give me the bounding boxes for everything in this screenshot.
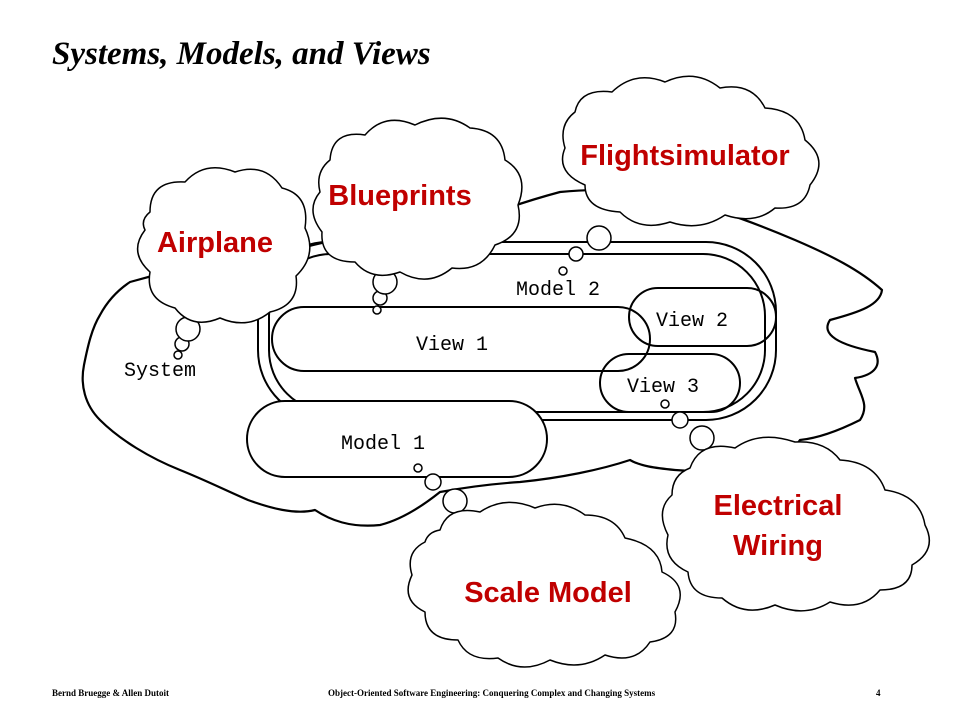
model-1-shape: [246, 400, 548, 478]
flightsimulator-label: Flightsimulator: [580, 140, 789, 172]
airplane-label: Airplane: [157, 227, 273, 259]
slide-title: Systems, Models, and Views: [52, 36, 431, 72]
footer-authors: Bernd Bruegge & Allen Dutoit: [52, 688, 169, 698]
blueprints-label: Blueprints: [328, 180, 471, 212]
view-2-shape: [628, 287, 777, 347]
view-3-shape: [599, 353, 741, 413]
view-1-shape: [271, 306, 651, 372]
view-1-label: View 1: [416, 334, 488, 357]
scale-model-cloud: [407, 501, 681, 668]
system-label: System: [124, 360, 196, 383]
model-2-label: Model 2: [516, 279, 600, 302]
model-1-label: Model 1: [341, 433, 425, 456]
view-3-label: View 3: [627, 376, 699, 399]
electrical-label: Electrical: [714, 490, 843, 522]
wiring-label: Wiring: [733, 530, 823, 562]
scale-model-label: Scale Model: [464, 577, 632, 609]
airplane-cloud: [136, 167, 311, 324]
view-2-label: View 2: [656, 310, 728, 333]
clouds: [136, 75, 931, 668]
electrical-wiring-cloud: [661, 436, 931, 612]
flightsimulator-cloud: [561, 75, 820, 227]
blueprints-cloud: [312, 117, 523, 280]
footer-book-title: Object-Oriented Software Engineering: Co…: [328, 688, 656, 698]
footer-page-number: 4: [876, 688, 881, 698]
